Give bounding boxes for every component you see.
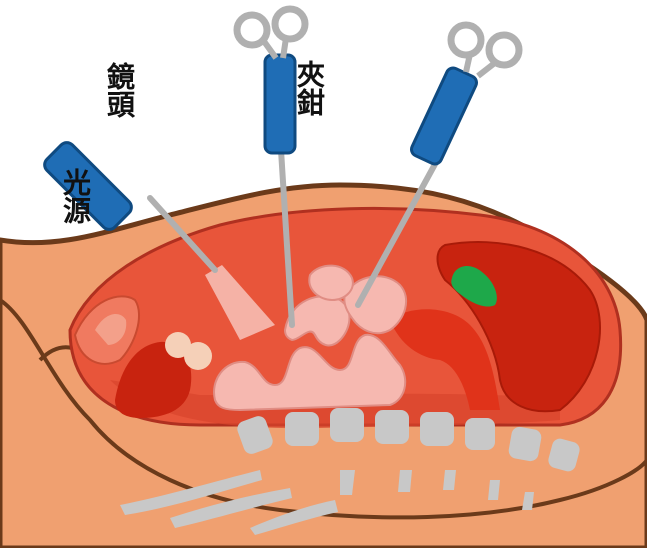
forceps-middle-ring-right bbox=[275, 9, 305, 39]
ovary-2 bbox=[184, 342, 212, 370]
light-source-label: 光源 bbox=[58, 168, 92, 224]
forceps-right-handle bbox=[409, 66, 479, 167]
forceps-label: 夾鉗 bbox=[292, 60, 326, 116]
forceps-right-ring-left bbox=[451, 25, 481, 55]
endoscope-label: 鏡頭 bbox=[102, 62, 136, 118]
forceps-middle-handle bbox=[265, 55, 295, 153]
